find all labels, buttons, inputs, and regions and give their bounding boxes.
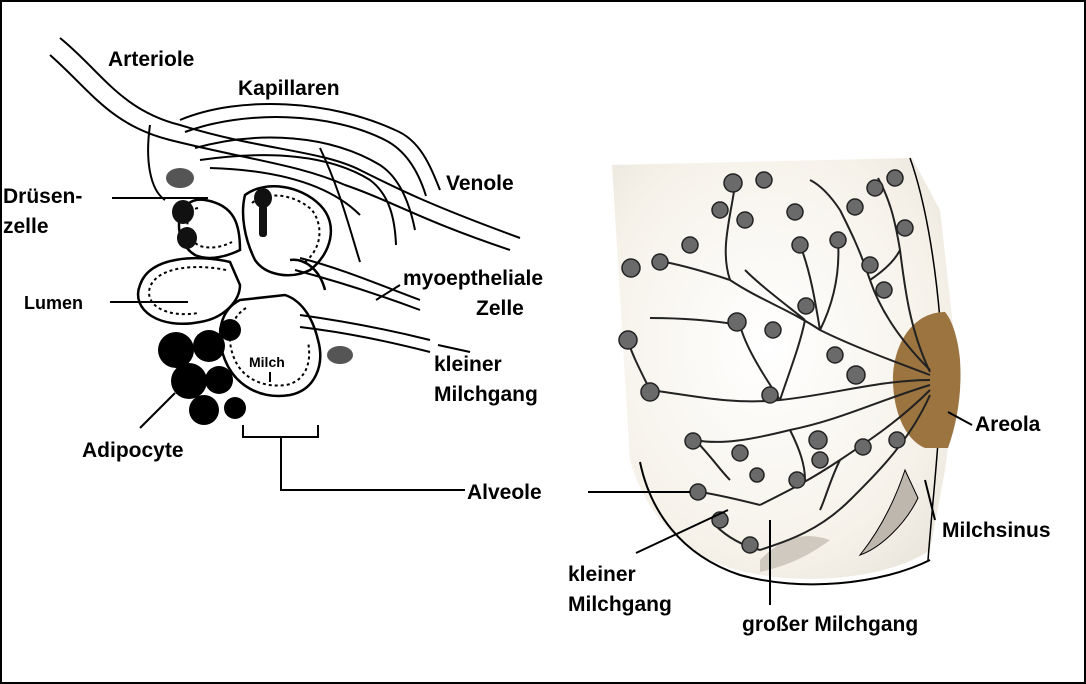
label-alveole: Alveole (467, 480, 542, 506)
alveole-bracket (243, 425, 318, 437)
label-grosser-milchgang: großer Milchgang (742, 612, 918, 638)
label-lumen: Lumen (24, 292, 83, 314)
label-druesenzelle-line1: Drüsen- (3, 184, 82, 210)
label-venole: Venole (446, 171, 514, 197)
label-milchsinus: Milchsinus (942, 518, 1051, 544)
label-myoepitheliale-line2: Zelle (476, 296, 524, 322)
leader-kleiner-milchgang-left (438, 345, 470, 352)
alveole-bracket-stem (281, 437, 465, 490)
label-druesenzelle-line2: zelle (3, 214, 49, 240)
label-kleiner-milchgang-right-line1: kleiner (568, 562, 636, 588)
label-adipocyte: Adipocyte (82, 438, 184, 464)
breast-illustration (588, 158, 972, 605)
label-kapillaren: Kapillaren (238, 76, 340, 102)
label-kleiner-milchgang-left-line1: kleiner (434, 352, 502, 378)
leader-adipocyte (140, 393, 175, 428)
label-kleiner-milchgang-left-line2: Milchgang (434, 382, 538, 408)
label-kleiner-milchgang-right-line2: Milchgang (568, 592, 672, 618)
label-arteriole: Arteriole (108, 47, 194, 73)
label-myoepitheliale-line1: myoeptheliale (403, 266, 543, 292)
label-areola: Areola (975, 412, 1040, 438)
label-milch: Milch (249, 349, 285, 375)
alveolus-illustration (50, 38, 520, 490)
